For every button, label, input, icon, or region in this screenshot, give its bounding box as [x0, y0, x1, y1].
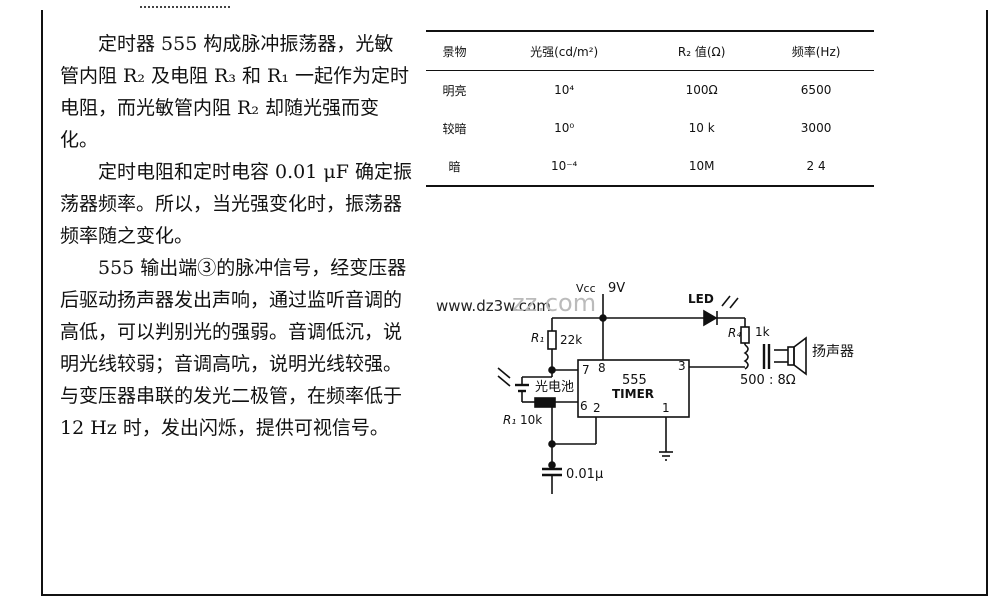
photocell-label: 光电池	[535, 380, 574, 395]
header-r2: R₂ 值(Ω)	[677, 44, 726, 59]
cell: 2 4	[806, 159, 826, 173]
light-ray-icon	[497, 375, 511, 387]
table-row: 明亮 10⁴ 100Ω 6500	[426, 71, 874, 110]
light-frequency-table: 景物 光强(cd/m²) R₂ 值(Ω) 频率(Hz) 明亮 10⁴ 100Ω …	[426, 30, 874, 187]
cell: 10⁻⁴	[550, 159, 578, 173]
header-scene: 景物	[442, 44, 467, 59]
chip-name: 555	[622, 373, 647, 388]
light-ray-icon	[497, 367, 511, 379]
cell: 10⁰	[554, 121, 575, 135]
header-light: 光强(cd/m²)	[530, 44, 599, 59]
cell: 暗	[448, 159, 461, 174]
light-ray-icon	[721, 295, 731, 307]
cell: 明亮	[442, 83, 467, 98]
pin-1: 1	[662, 401, 670, 415]
speaker-cone-icon	[793, 336, 807, 376]
r4-label: R₄	[728, 326, 741, 340]
r4-value: 1k	[755, 325, 770, 339]
r1-bottom-label: R₁	[503, 413, 516, 427]
table-header-row: 景物 光强(cd/m²) R₂ 值(Ω) 频率(Hz)	[426, 31, 874, 71]
chip-type: TIMER	[612, 387, 654, 401]
header-mark	[140, 0, 230, 8]
timer-555-chip	[577, 359, 690, 418]
body-text: 定时器 555 构成脉冲振荡器，光敏管内阻 R₂ 及电阻 R₃ 和 R₁ 一起作…	[60, 28, 412, 444]
cell: 较暗	[442, 121, 467, 136]
watermark: www.dz3w.com	[436, 297, 551, 315]
junction	[548, 461, 556, 469]
pin-7: 7	[582, 363, 590, 377]
pin-8: 8	[598, 361, 606, 375]
resistor-r1-icon	[547, 330, 557, 350]
r1-bottom-value: 10k	[520, 413, 542, 427]
table-row: 较暗 10⁰ 10 k 3000	[426, 109, 874, 147]
vcc-value: 9V	[608, 281, 625, 296]
cell: 10M	[688, 159, 715, 173]
cell: 10⁴	[554, 83, 575, 97]
vcc-label: Vcc	[576, 282, 596, 295]
speaker-icon	[787, 346, 795, 366]
watermark-faint: zz.com	[512, 289, 596, 317]
paragraph-3: 555 输出端③的脉冲信号，经变压器后驱动扬声器发出声响，通过监听音调的高低，可…	[60, 257, 407, 439]
cell: 100Ω	[685, 83, 718, 97]
cell: 6500	[800, 83, 832, 97]
pin-2: 2	[593, 401, 601, 415]
cell: 3000	[800, 121, 832, 135]
resistor-r1-bottom-icon	[534, 397, 556, 408]
r1-top-value: 22k	[560, 333, 582, 347]
pin-6: 6	[580, 399, 588, 413]
transformer-label: 500 : 8Ω	[740, 373, 796, 388]
paragraph-1: 定时器 555 构成脉冲振荡器，光敏管内阻 R₂ 及电阻 R₃ 和 R₁ 一起作…	[60, 33, 410, 151]
led-label: LED	[688, 292, 714, 306]
paragraph-2: 定时电阻和定时电容 0.01 μF 确定振荡器频率。所以，当光强变化时，振荡器频…	[60, 161, 412, 247]
light-ray-icon	[729, 297, 739, 309]
speaker-label: 扬声器	[812, 344, 854, 360]
led-diode-icon	[703, 309, 718, 327]
r1-top-label: R₁	[531, 331, 544, 345]
page-frame	[41, 10, 988, 596]
resistor-r4-icon	[740, 326, 750, 344]
cell: 10 k	[688, 121, 715, 135]
table-row: 暗 10⁻⁴ 10M 2 4	[426, 147, 874, 186]
pin-3: 3	[678, 359, 686, 373]
header-freq: 频率(Hz)	[791, 44, 841, 59]
capacitor-label: 0.01μ	[566, 467, 603, 482]
transformer-coil-icon	[743, 344, 749, 370]
